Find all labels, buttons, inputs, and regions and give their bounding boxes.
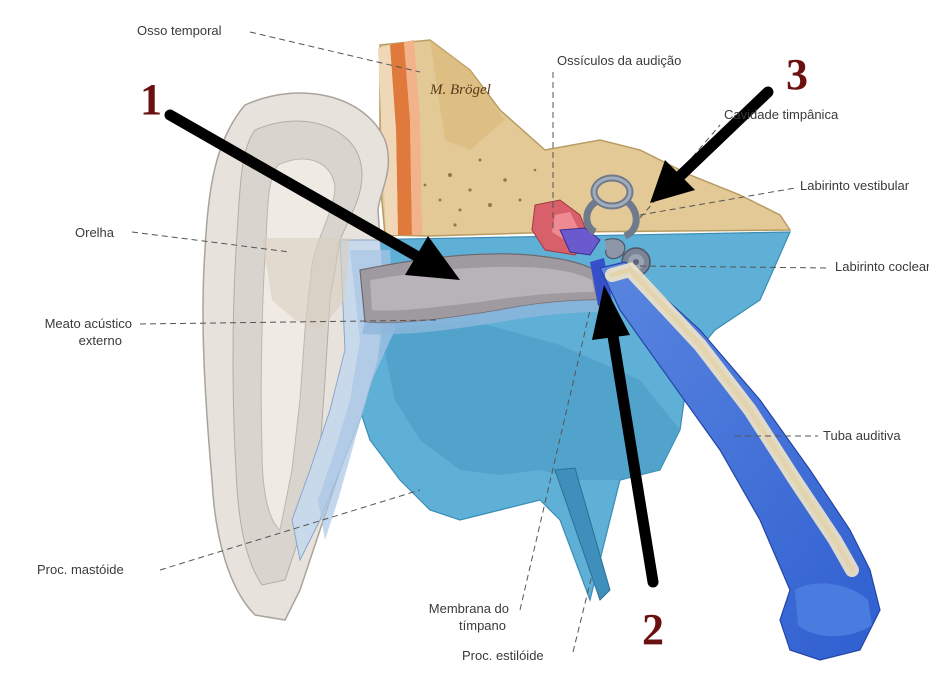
label-proc-estiloide: Proc. estilóide bbox=[462, 647, 544, 664]
marker-1: 1 bbox=[140, 78, 162, 122]
marker-2: 2 bbox=[642, 608, 664, 652]
label-proc-mastoide: Proc. mastóide bbox=[37, 561, 124, 578]
label-meato-line1: Meato acústico bbox=[45, 315, 132, 332]
artist-signature: M. Brögel bbox=[430, 82, 491, 99]
label-membrana-line1: Membrana do bbox=[429, 600, 509, 617]
label-orelha: Orelha bbox=[75, 224, 114, 241]
label-cavidade-timpanica: Cavidade timpânica bbox=[724, 106, 838, 123]
label-labirinto-vestibular: Labirinto vestibular bbox=[800, 177, 909, 194]
label-membrana-line2: tímpano bbox=[459, 617, 506, 634]
arrow-3 bbox=[678, 92, 768, 178]
label-labirinto-coclear: Labirinto coclear bbox=[835, 258, 929, 275]
label-meato-line2: externo bbox=[79, 332, 122, 349]
label-ossiculos: Ossículos da audição bbox=[557, 52, 681, 69]
label-osso-temporal: Osso temporal bbox=[137, 22, 222, 39]
marker-3: 3 bbox=[786, 53, 808, 97]
label-tuba-auditiva: Tuba auditiva bbox=[823, 427, 901, 444]
